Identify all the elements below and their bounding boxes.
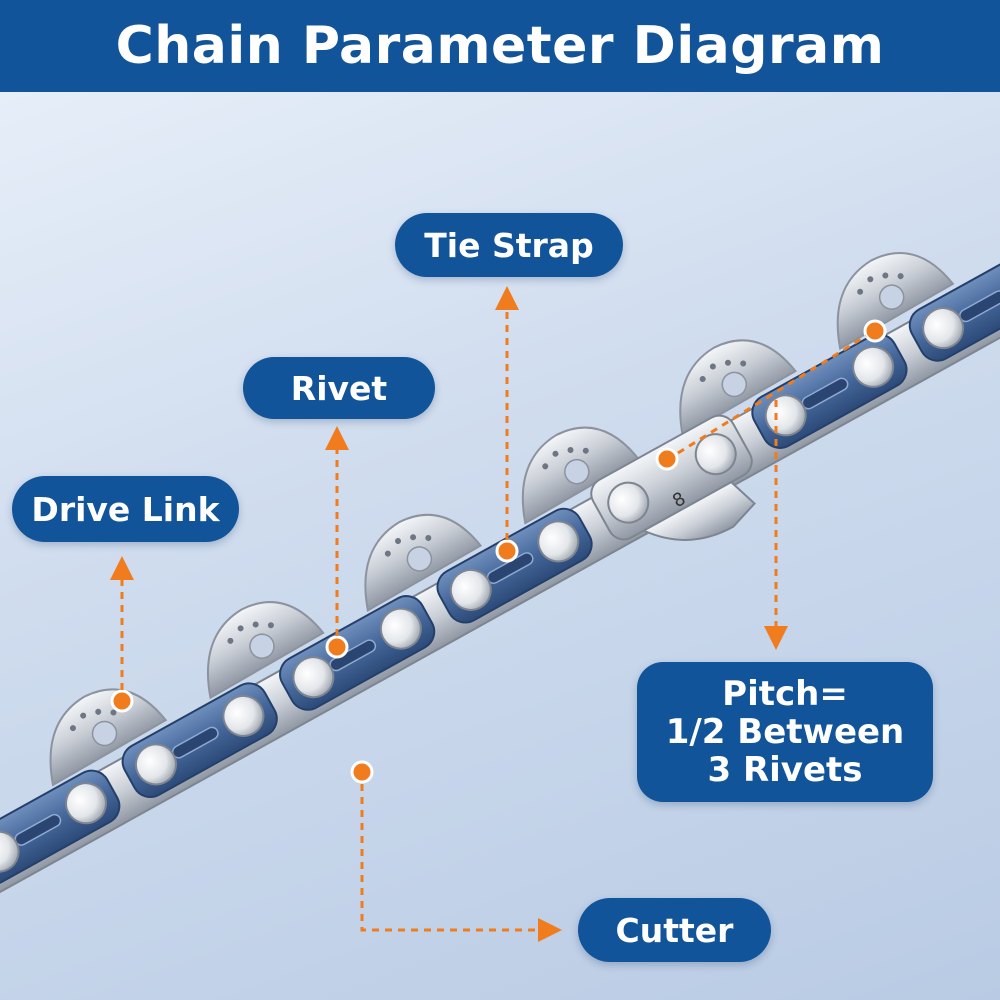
chain-illustration: 8 (0, 246, 1000, 942)
pitch-arrow (764, 626, 788, 650)
drive-link-arrow (110, 556, 134, 580)
pitch-line-3: 3 Rivets (707, 750, 863, 791)
drive-link-dot (110, 689, 134, 713)
diagram-title: Chain Parameter Diagram (115, 16, 885, 76)
arrow-heads (110, 286, 788, 942)
tie-strap-arrow (495, 286, 519, 310)
drive-link-label: Drive Link (12, 476, 239, 542)
tie-strap-dot (495, 539, 519, 563)
pitch-line-2: 1/2 Between (665, 711, 905, 752)
cutter-leader (360, 784, 540, 932)
rivets (0, 307, 965, 873)
rivet-dot (325, 635, 349, 659)
marker-dots (110, 319, 887, 784)
pitch-line-1: Pitch= (722, 673, 848, 714)
leader-lines (120, 302, 867, 932)
header-banner: Chain Parameter Diagram (0, 0, 1000, 92)
rivet-label: Rivet (243, 357, 435, 419)
teeth-dots (69, 272, 904, 732)
cutter-label: Cutter (578, 898, 771, 962)
tie-strap-label: Tie Strap (395, 213, 623, 277)
cutter-dot (350, 760, 374, 784)
teeth-holes (91, 284, 905, 747)
pitch-dot-right (863, 319, 887, 343)
saw-chain: 8 (0, 246, 1000, 900)
pitch-connector (677, 334, 867, 455)
rivet-arrow (325, 426, 349, 450)
cutter-arrow (538, 918, 562, 942)
pitch-label: Pitch= 1/2 Between 3 Rivets (637, 662, 933, 802)
pitch-dot-left (655, 447, 679, 471)
